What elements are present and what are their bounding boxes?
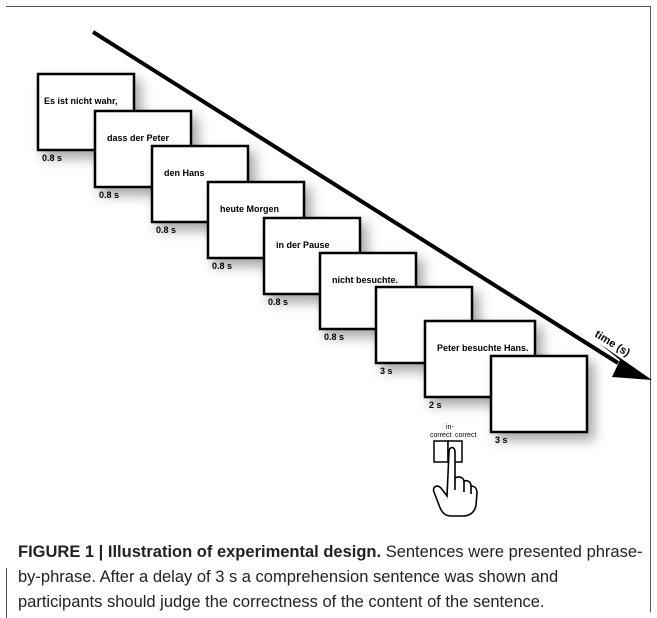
caption-lead: FIGURE 1 | Illustration of experimental … [18,543,382,561]
stimulus-text: in der Pause [276,240,330,250]
figure-caption: FIGURE 1 | Illustration of experimental … [18,540,643,615]
stimulus-text: heute Morgen [220,204,279,214]
stimulus-text: Peter besuchte Hans. [437,343,529,353]
time-arrow-line [91,30,620,365]
pointing-hand-icon [432,446,478,517]
duration-label: 3 s [380,366,393,376]
response-label-incorrect: in-correct [430,424,454,439]
response-label-correct: correct [455,432,476,439]
time-arrow-head [600,344,652,380]
stimulus-text: nicht besuchte. [332,275,398,285]
duration-label: 0.8 s [42,153,62,163]
duration-label: 0.8 s [324,332,344,342]
duration-label: 0.8 s [156,225,176,235]
stimulus-frame: 3 s [489,354,589,445]
duration-label: 2 s [429,400,442,410]
time-axis-label: time (s) [592,328,632,359]
stimulus-screen [489,354,589,434]
duration-label: 0.8 s [212,261,232,271]
stimulus-text: dass der Peter [107,133,170,143]
caption-body: Sentences were presented phrase-by-phras… [18,543,643,611]
duration-label: 0.8 s [268,297,288,307]
experimental-design-diagram: time (s) Es ist nicht wahr, 0.8 s dass der… [36,30,652,517]
caption-rule [6,568,7,618]
stimulus-text: Es ist nicht wahr, [44,96,118,106]
stimulus-text: den Hans [164,168,205,178]
duration-label: 3 s [495,435,508,445]
figure-frame [6,6,651,612]
duration-label: 0.8 s [99,190,119,200]
incorrect-key [433,440,449,463]
